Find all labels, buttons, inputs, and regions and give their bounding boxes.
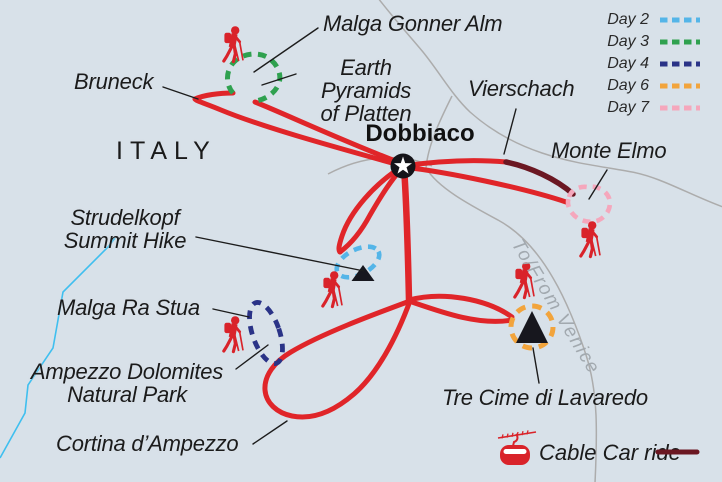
place-label-earth-pyramids: Earth Pyramids of Platten (320, 55, 412, 127)
legend-label: Day 2 (607, 10, 649, 28)
day-legend: Day 2 Day 3 Day 4 Day 6 Day 7 (597, 10, 702, 117)
pointer-malga-ra-stua (212, 308, 250, 318)
route-bruneck-out (192, 96, 406, 169)
place-label-tre-cime: Tre Cime di Lavaredo (442, 385, 648, 410)
legend-dash-swatch (660, 61, 700, 66)
pointer-vierschach (503, 108, 517, 155)
cable-car-icon (497, 430, 537, 465)
legend-label: Day 3 (607, 32, 649, 50)
route-lines (192, 90, 569, 420)
peak-triangles (351, 265, 548, 343)
route-strudelkopf-back (337, 164, 406, 255)
day6-loop-tre-cime (508, 303, 556, 351)
river-line (0, 237, 116, 459)
legend-label: Day 7 (607, 98, 649, 116)
legend-row-day6: Day 6 (597, 76, 702, 95)
route-bruneck-back (252, 99, 406, 167)
cable-car-segment (503, 159, 576, 197)
tre-cime-peak-icon (516, 311, 548, 343)
place-label-cortina: Cortina d’Ampezzo (56, 431, 239, 456)
legend-dash-swatch (660, 39, 700, 44)
pointer-strudelkopf (195, 236, 365, 272)
cable-car-legend-swatch (655, 449, 700, 455)
pointer-tre-cime (532, 347, 540, 384)
day4-loop-malga-ra-stua (247, 300, 285, 366)
road-north-east (378, 0, 722, 208)
pointer-lines (162, 27, 608, 445)
pointer-monte-elmo (588, 169, 608, 200)
route-cortina-loop (262, 298, 413, 420)
route-trecime-upper (406, 293, 515, 320)
place-label-vierschach: Vierschach (468, 76, 575, 101)
legend-row-day3: Day 3 (597, 32, 702, 51)
pointer-malga-gonner (253, 27, 319, 73)
day2-loop-strudelkopf (334, 244, 382, 280)
legend-label: Day 4 (607, 54, 649, 72)
legend-row-day2: Day 2 (597, 10, 702, 29)
legend-label: Day 6 (607, 76, 649, 94)
place-label-ampezzo-park: Ampezzo Dolomites Natural Park (30, 359, 224, 408)
place-label-dobbiaco: Dobbiaco (365, 120, 475, 147)
hiker-icon (579, 220, 602, 259)
place-label-strudelkopf: Strudelkopf Summit Hike (63, 205, 187, 254)
strudelkopf-peak-icon (351, 265, 375, 281)
legend-dash-swatch (660, 83, 700, 88)
route-trecime-lower (406, 298, 515, 324)
hiker-icon (321, 270, 344, 309)
pointer-earth-pyramids (261, 73, 297, 86)
place-label-bruneck: Bruneck (74, 69, 154, 94)
place-label-monte-elmo: Monte Elmo (551, 138, 667, 163)
pointer-ampezzo-park (235, 344, 269, 370)
legend-dash-swatch (660, 17, 700, 22)
dobbiaco-star-marker (390, 153, 416, 179)
legend-row-day7: Day 7 (597, 98, 702, 117)
route-south-main (400, 163, 413, 304)
route-east-lower (400, 164, 569, 205)
hiker-icon (222, 315, 245, 354)
pointer-bruneck (162, 86, 199, 100)
pointer-cortina (252, 420, 288, 445)
legend-dash-swatch (660, 105, 700, 110)
day3-loop-malga-gonner (225, 51, 283, 104)
route-bruneck-tip (192, 90, 236, 102)
place-label-malga-gonner-alm: Malga Gonner Alm (323, 11, 503, 36)
hiker-icon (222, 25, 245, 64)
place-label-malga-ra-stua: Malga Ra Stua (57, 295, 200, 320)
legend-row-day4: Day 4 (597, 54, 702, 73)
country-label-italy: ITALY (116, 137, 217, 165)
day7-loop-monte-elmo (565, 184, 613, 225)
route-strudelkopf-out (336, 163, 406, 255)
